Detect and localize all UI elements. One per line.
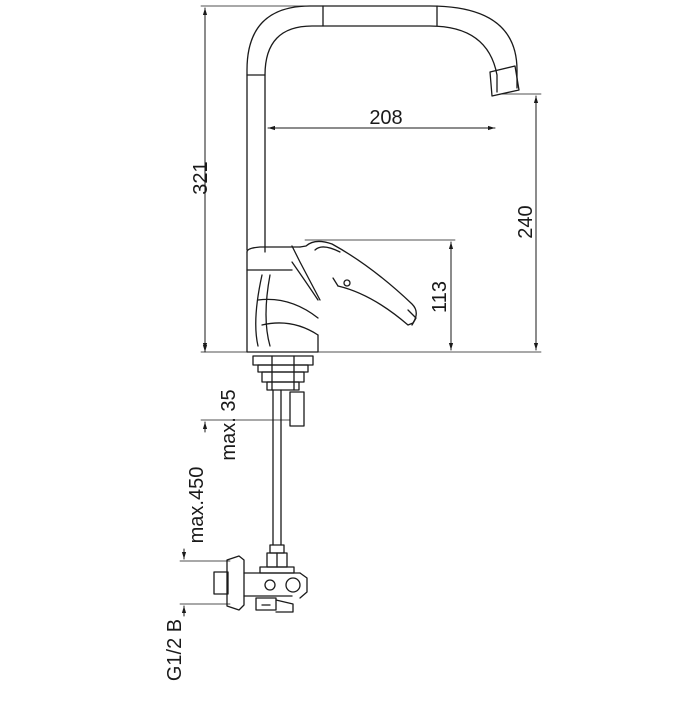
dim-label-321: 321: [190, 161, 212, 194]
mixer-body: [246, 245, 321, 353]
dim-label-max-450: max.450: [186, 467, 208, 544]
dim-label-113: 113: [429, 281, 451, 313]
dim-label-208: 208: [369, 107, 402, 129]
dimension-labels: 321 208 240 113 max. 35 max.450 G1/2 B: [164, 107, 537, 681]
threaded-stud: [289, 391, 305, 427]
flexible-hose: [266, 389, 288, 568]
angle-valve: [213, 555, 308, 613]
dimension-lines: [181, 7, 539, 617]
extension-lines: [179, 5, 542, 605]
spout: [246, 5, 520, 253]
aerator: [489, 65, 520, 97]
dim-label-240: 240: [515, 205, 537, 238]
fixing-assembly: [252, 355, 314, 427]
dim-label-thread: G1/2 B: [164, 619, 186, 681]
dim-label-max-35: max. 35: [218, 389, 240, 460]
lever-handle: [299, 240, 417, 326]
